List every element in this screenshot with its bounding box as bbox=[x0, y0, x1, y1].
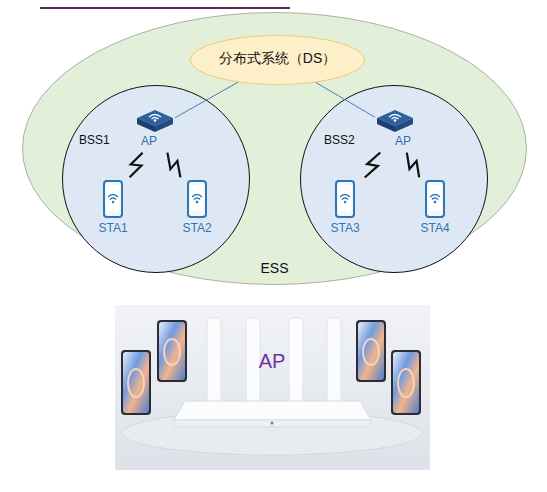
router-antenna bbox=[207, 318, 221, 404]
wired-link bbox=[316, 82, 375, 117]
node-label: ESS bbox=[22, 260, 527, 277]
node-label: BSS2 bbox=[324, 133, 384, 147]
station: STA3 bbox=[325, 180, 365, 238]
ess-ellipse-shape bbox=[23, 13, 527, 285]
access-point: AP bbox=[135, 108, 175, 150]
photo-phone bbox=[391, 350, 421, 415]
ess-ellipse: ESS分布式系统（DS）BSS1APSTA1STA2BSS2APSTA3STA4 bbox=[22, 12, 527, 285]
phone-icon bbox=[426, 181, 444, 217]
photo-phone bbox=[356, 320, 386, 382]
photo-phone bbox=[157, 320, 187, 382]
ap-icon bbox=[137, 110, 173, 132]
station: STA2 bbox=[177, 180, 217, 238]
node-label: STA3 bbox=[315, 221, 375, 235]
wireless-link bbox=[130, 153, 143, 178]
router-antenna bbox=[289, 318, 303, 404]
photo-phone bbox=[121, 350, 151, 415]
phone-icon bbox=[336, 181, 354, 217]
wireless-link bbox=[167, 153, 180, 178]
node-label: STA2 bbox=[167, 221, 227, 235]
wireless-link bbox=[365, 153, 381, 178]
node-label: AP bbox=[383, 134, 423, 148]
router-antenna bbox=[327, 318, 341, 404]
bss-circle-shape bbox=[301, 86, 488, 273]
router-antenna bbox=[246, 318, 260, 404]
ap-icon bbox=[377, 110, 413, 132]
photo-backdrop bbox=[115, 305, 430, 470]
photo-caption-label: AP bbox=[259, 350, 286, 373]
header-rule bbox=[40, 7, 290, 9]
node-label: BSS1 bbox=[79, 133, 139, 147]
router-front bbox=[174, 420, 371, 427]
bss-circle-shape bbox=[63, 86, 250, 273]
node-label: 分布式系统（DS） bbox=[190, 50, 365, 67]
bss-circle: BSS2APSTA3STA4 bbox=[300, 85, 488, 273]
wired-link bbox=[175, 82, 238, 117]
node-label: AP bbox=[129, 134, 169, 148]
node-label: STA1 bbox=[83, 221, 143, 235]
phone-icon bbox=[188, 181, 206, 217]
station: STA1 bbox=[93, 180, 133, 238]
ds-ellipse-shape bbox=[191, 36, 365, 85]
phone-icon bbox=[104, 181, 122, 217]
access-point: AP bbox=[375, 108, 415, 150]
wireless-link bbox=[407, 153, 419, 178]
node-label: STA4 bbox=[405, 221, 465, 235]
station: STA4 bbox=[415, 180, 455, 238]
ds-ellipse: 分布式系统（DS） bbox=[190, 35, 365, 85]
router-photo bbox=[115, 305, 430, 470]
router-body bbox=[174, 401, 371, 420]
router-led bbox=[270, 421, 273, 424]
bss-circle: BSS1APSTA1STA2 bbox=[62, 85, 250, 273]
